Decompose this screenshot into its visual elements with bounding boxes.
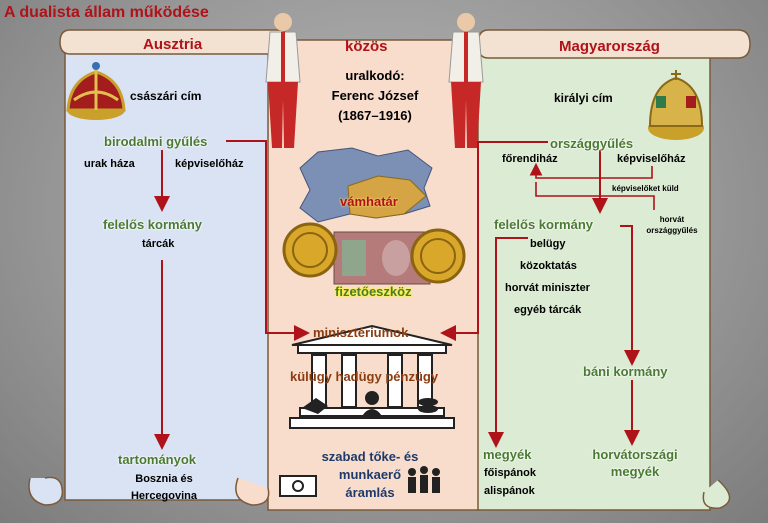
franz-joseph-figure-left (265, 13, 301, 148)
ministry-croatian-label: horvát miniszter (505, 282, 590, 294)
austria-government-label: felelős kormány (103, 217, 202, 232)
money-icon (279, 475, 317, 497)
page-title: A dualista állam működése (4, 4, 209, 21)
ministry-interior-label: belügy (530, 238, 566, 250)
deputy-lieutenants-label: alispánok (484, 485, 535, 497)
parliament-label: országgyűlés (550, 136, 634, 151)
currency-label: fizetőeszköz (335, 284, 412, 299)
portfolios-label: tárcák (142, 238, 175, 250)
arrow-kormany-to-bani (620, 225, 640, 366)
arrow-kepviselo-kuld (529, 162, 653, 179)
imperial-assembly-label: birodalmi gyűlés (104, 134, 208, 149)
hungarian-crown-icon (648, 70, 704, 140)
austrian-crown-icon (66, 62, 126, 120)
hungary-representatives-label: képviselőház (617, 153, 686, 165)
arrow-kormany-to-megyek (488, 237, 528, 448)
ministry-other-label: egyéb tárcák (514, 304, 582, 316)
franz-joseph-figure-right (448, 13, 484, 148)
ban-government-label: báni kormány (583, 364, 668, 379)
sends-representatives-label: képviselőket küld (612, 184, 679, 193)
imperial-title-label: császári cím (130, 89, 202, 103)
monarchy-map-icon (299, 147, 433, 223)
customs-border-label: vámhatár (340, 194, 398, 209)
arrow-horvat-orszaggyules (535, 182, 655, 210)
austria-representatives-label: képviselőház (175, 158, 244, 170)
upper-house-label: urak háza (84, 158, 135, 170)
counties-label: megyék (483, 447, 532, 462)
magnates-house-label: főrendiház (502, 153, 558, 165)
ministry-education-label: közoktatás (520, 260, 577, 272)
ministries-building-icon (289, 324, 455, 429)
common-header: közös (345, 38, 388, 55)
arrow-orszaggyules-to-ministries (440, 141, 548, 341)
lord-lieutenants-label: főispánok (484, 467, 536, 479)
scroll-curl-left (28, 476, 64, 506)
hungary-government-label: felelős kormány (494, 217, 593, 232)
ministries-label: minisztériumok (313, 325, 409, 340)
arrow-gyules-to-ministries-at (226, 140, 310, 341)
workers-icon (408, 466, 440, 493)
provinces-label: tartományok (118, 452, 197, 467)
royal-title-label: királyi cím (554, 91, 613, 105)
hungary-header: Magyarország (559, 38, 660, 55)
austria-header: Ausztria (143, 36, 203, 53)
scroll-curl-mid (235, 477, 270, 506)
ruler-label: uralkodó:Ferenc József(1867–1916) (331, 68, 419, 123)
common-ministries-list: külügy hadügy pénzügy (290, 369, 439, 384)
currency-icon (282, 222, 466, 285)
scroll-curl-right (702, 479, 731, 509)
